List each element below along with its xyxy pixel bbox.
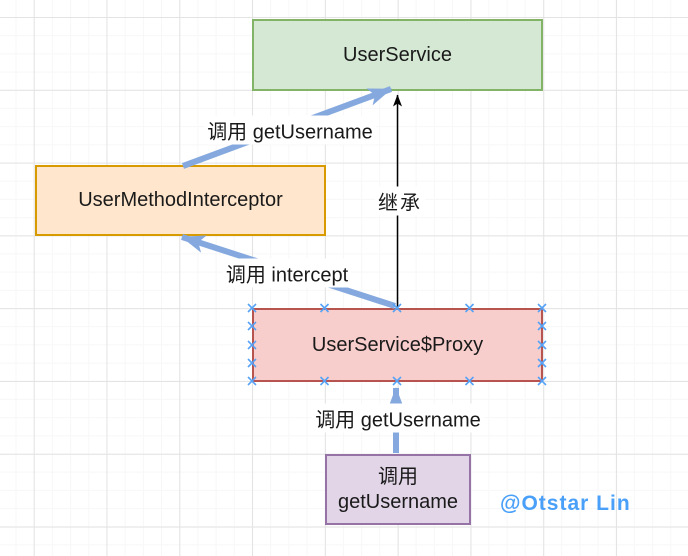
connection-point-handle[interactable] [247, 321, 257, 331]
connection-point-handle[interactable] [392, 303, 402, 313]
selection-handles [247, 303, 547, 386]
connection-point-handle[interactable] [319, 376, 330, 386]
connection-point-handle[interactable] [247, 303, 257, 313]
node-label: UserService$Proxy [311, 333, 484, 356]
watermark-signature: @Otstar Lin [500, 492, 631, 515]
connection-point-handle[interactable] [537, 376, 547, 386]
node-user-method-interceptor[interactable]: UserMethodInterceptor [35, 165, 326, 236]
edge-label-call-getusername-bottom[interactable]: 调用 getUsername [312, 403, 484, 433]
node-label: UserService [343, 43, 452, 66]
node-call-getusername[interactable]: 调用 getUsername [325, 454, 471, 525]
connection-point-handle[interactable] [392, 376, 402, 386]
connection-point-handle[interactable] [247, 340, 257, 350]
node-label: UserMethodInterceptor [78, 189, 283, 211]
connection-point-handle[interactable] [247, 358, 257, 368]
node-user-service-proxy[interactable]: UserService$Proxy [252, 308, 543, 382]
edge-label-inherit[interactable]: 继承 [375, 186, 425, 216]
connection-point-handle[interactable] [464, 303, 475, 313]
connection-point-handle[interactable] [537, 340, 547, 350]
node-user-service[interactable]: UserService [252, 19, 543, 91]
edge-label-call-intercept[interactable]: 调用 intercept [222, 258, 352, 288]
node-label-line1: 调用 [378, 465, 418, 488]
connection-point-handle[interactable] [319, 303, 330, 313]
connection-point-handle[interactable] [537, 321, 547, 331]
connection-point-handle[interactable] [537, 303, 547, 313]
connection-point-handle[interactable] [464, 376, 475, 386]
connection-point-handle[interactable] [537, 358, 547, 368]
connection-point-handle[interactable] [247, 376, 257, 386]
edge-label-call-getusername-top[interactable]: 调用 getUsername [204, 115, 376, 145]
node-label-line2: getUsername [337, 490, 459, 513]
